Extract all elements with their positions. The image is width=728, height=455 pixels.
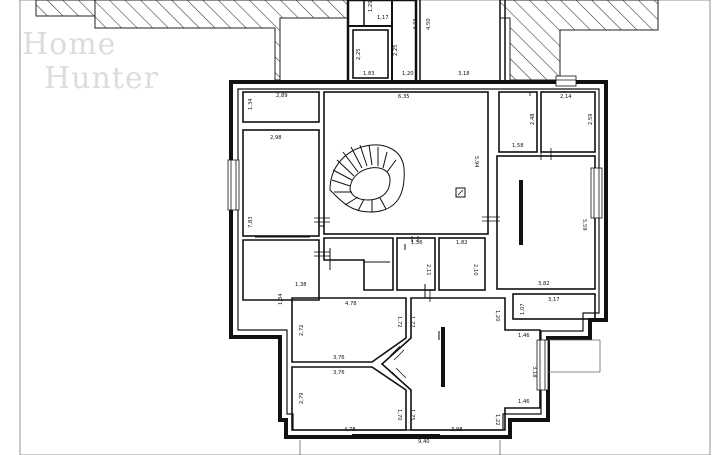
dim-label: 4,50 — [426, 18, 432, 30]
room-upper-small-a — [352, 29, 389, 79]
dim-label: 1,34 — [248, 98, 254, 110]
dim-label: 1,46 — [518, 399, 530, 405]
dim-label: 1,38 — [295, 282, 307, 288]
dim-label: 5,59 — [581, 219, 587, 231]
outer-wall — [229, 80, 608, 439]
room-storage-top — [242, 91, 320, 123]
dim-label: 1,56 — [411, 240, 423, 246]
dim-label: 3,17 — [548, 297, 560, 303]
dim-label: 2,59 — [588, 113, 594, 125]
inner-wall-outline — [237, 88, 600, 431]
dim-label: 1,20 — [494, 310, 500, 322]
room-lower-left-a — [291, 297, 407, 363]
dim-label: 1,34 — [278, 293, 284, 305]
dim-label: 9,40 — [418, 439, 430, 445]
dim-label: 3,82 — [538, 281, 550, 287]
dim-label: 6,35 — [398, 94, 410, 100]
fireplace-symbol — [455, 187, 466, 198]
dim-label: 3,18 — [458, 71, 470, 77]
room-left-bedroom — [242, 129, 320, 237]
dim-label: 2,89 — [276, 93, 288, 99]
room-stair-hall — [323, 91, 489, 235]
page-frame — [19, 0, 711, 455]
dim-label: 1,72 — [396, 316, 402, 328]
room-bath-a — [396, 237, 436, 291]
dim-label: 3,18 — [531, 366, 537, 378]
dim-label: 2,11 — [425, 264, 431, 276]
dim-label: 2,25 — [356, 48, 362, 60]
room-left-lower — [242, 239, 320, 301]
dim-label: 1,17 — [377, 15, 389, 21]
dim-label: 5,94 — [473, 156, 479, 168]
dim-label: 2,14 — [560, 94, 572, 100]
watermark-line-2: Hunter — [44, 61, 159, 96]
watermark-line-1: Home — [22, 27, 117, 62]
dim-label: 2,10 — [472, 264, 478, 276]
dim-label: 1,77 — [409, 316, 415, 328]
dim-label: 7,83 — [248, 216, 254, 228]
door-marks — [314, 92, 552, 383]
entrance-threshold — [352, 434, 440, 438]
dim-label: 3,76 — [333, 370, 345, 376]
dim-label: 1,70 — [396, 409, 402, 421]
dim-label: 1,22 — [494, 414, 500, 426]
room-right-top-a — [498, 91, 538, 153]
dim-label: 2,25 — [393, 44, 399, 56]
hatched-area-top-left — [35, 0, 96, 17]
room-right-small — [512, 293, 596, 320]
dim-label: 1,83 — [363, 71, 375, 77]
room-lower-left-b — [291, 366, 407, 431]
fixtures — [441, 180, 523, 387]
dim-label: 1,58 — [512, 143, 524, 149]
spiral-stair — [329, 144, 405, 213]
dim-label: 4,78 — [345, 301, 357, 307]
dim-label: 3,76 — [333, 355, 345, 361]
room-bath-b — [438, 237, 486, 291]
dim-label: 1,75 — [409, 409, 415, 421]
dim-label: 3,98 — [451, 427, 463, 433]
dim-label: 2,98 — [270, 135, 282, 141]
room-corridor — [323, 237, 394, 291]
dimension-labels: 6,35 3,18 1,20 1,83 2,25 2,25 1,17 4,33 … — [248, 0, 594, 445]
partitions — [255, 225, 440, 340]
rooms — [242, 29, 596, 431]
dim-label: 1,46 — [518, 333, 530, 339]
watermark-logo: Home Hunter — [22, 28, 159, 96]
dim-label: 1,29 — [368, 0, 374, 12]
dim-label: 4,78 — [344, 427, 356, 433]
dim-label: 2,79 — [299, 392, 305, 404]
dim-label: 1,20 — [402, 71, 414, 77]
dim-label: 1,82 — [456, 240, 468, 246]
hatched-area-right — [499, 0, 659, 81]
dim-label: 4,33 — [413, 18, 419, 30]
terrace-edges — [299, 339, 601, 455]
windows — [227, 75, 603, 391]
room-right-large — [496, 155, 596, 290]
dim-label: 1,07 — [520, 303, 526, 315]
room-right-top-b — [540, 91, 596, 153]
dim-label: 2,72 — [299, 324, 305, 336]
dim-label: 2,48 — [530, 113, 536, 125]
room-lower-right — [380, 297, 541, 431]
